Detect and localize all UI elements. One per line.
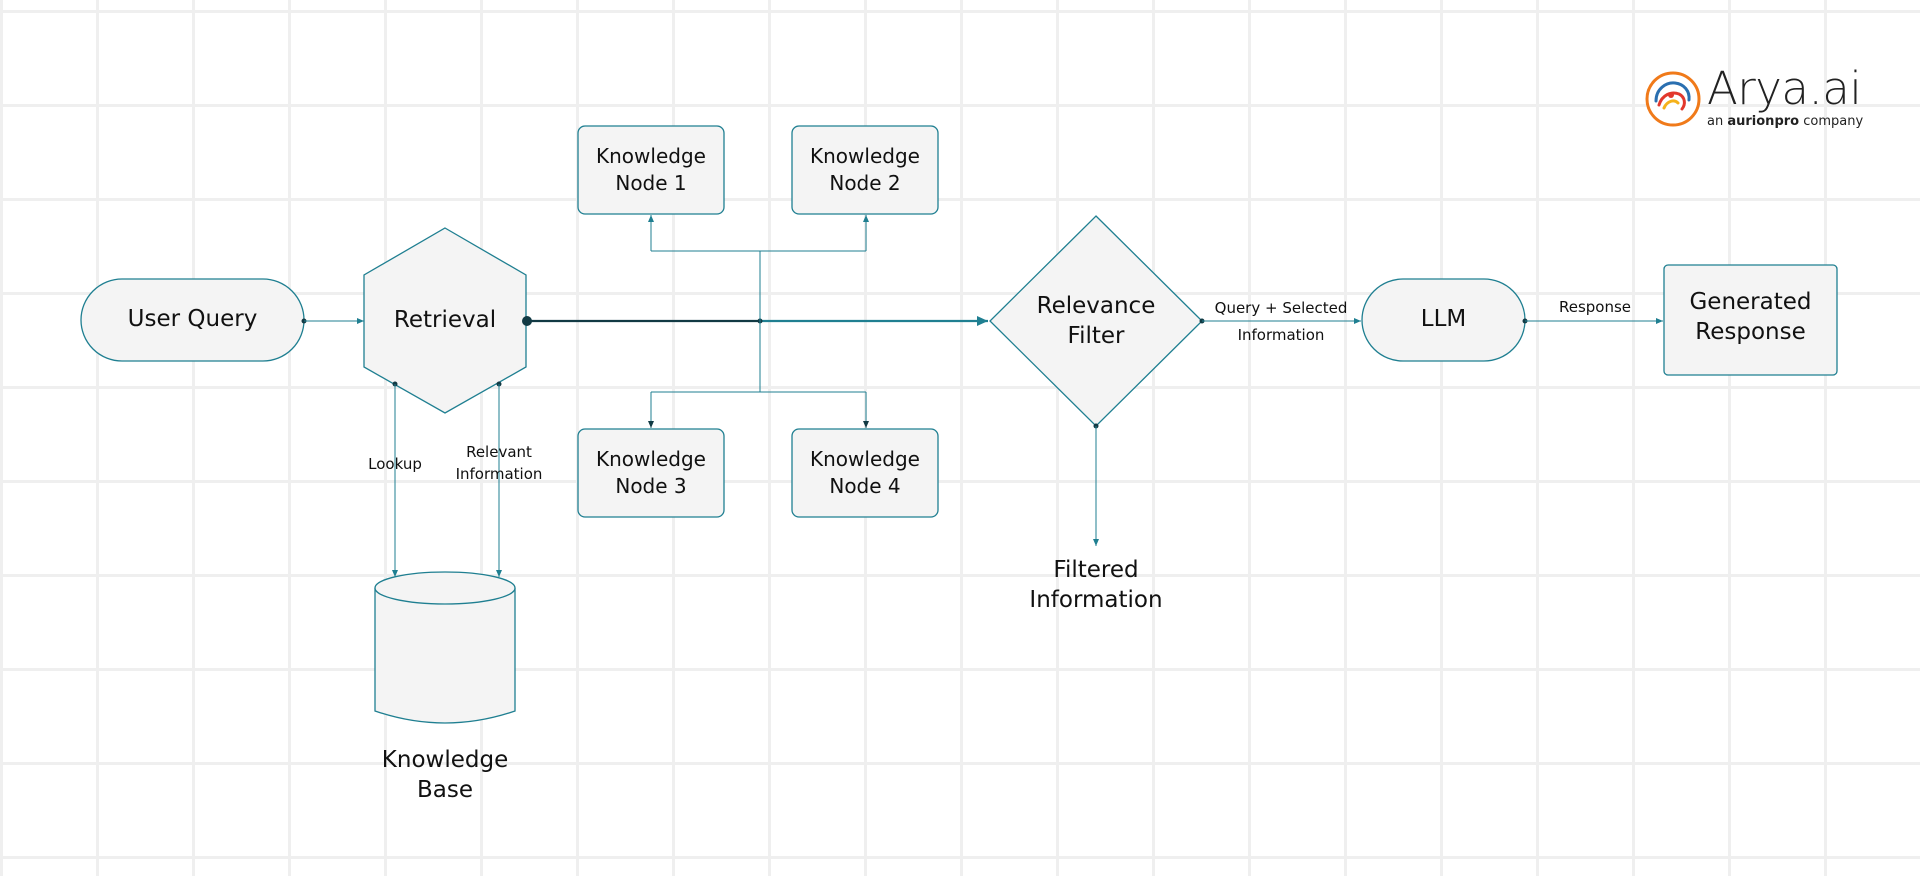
connector-branch-knowledge-nodes	[648, 215, 869, 428]
knowledge-node-2-box	[791, 125, 939, 215]
filtered-information-label: Filtered Information	[1029, 557, 1163, 613]
edge-label-query-selected-information: Query + Selected Information	[1214, 299, 1348, 344]
retrieval-label: Retrieval	[393, 307, 497, 333]
brand-tagline-brand: aurionpro	[1727, 114, 1800, 129]
knowledge-node-1-box	[577, 125, 725, 215]
knowledge-node-1-label: Knowledge Node 1	[596, 144, 706, 195]
edge-label-response: Response	[1558, 298, 1632, 316]
connector-filtered-information	[1093, 423, 1099, 546]
connector-relevant-information	[496, 381, 502, 577]
relevance-filter-label: Relevance Filter	[1036, 293, 1156, 349]
retrieval-node	[363, 227, 527, 414]
arya-logo-icon	[1645, 71, 1701, 127]
connector-filter-llm	[1199, 318, 1361, 324]
knowledge-node-3-box	[577, 428, 725, 518]
brand-name: Arya.ai	[1707, 62, 1862, 115]
connector-llm-response	[1522, 318, 1663, 324]
knowledge-node-2-label: Knowledge Node 2	[810, 144, 920, 195]
knowledge-base-node	[374, 571, 516, 724]
generated-response-node	[1663, 264, 1838, 376]
brand-tagline: an aurionpro company	[1707, 114, 1863, 129]
knowledge-node-3-label: Knowledge Node 3	[596, 447, 706, 498]
knowledge-node-4-box	[791, 428, 939, 518]
knowledge-node-4-label: Knowledge Node 4	[810, 447, 920, 498]
brand-tagline-prefix: an	[1707, 114, 1724, 129]
user-query-label: User Query	[127, 306, 258, 332]
connector-lookup	[392, 381, 398, 577]
connector-user-query-retrieval	[301, 318, 364, 324]
edge-label-relevant-information: Relevant Information	[455, 443, 543, 483]
knowledge-base-label: Knowledge Base	[381, 747, 509, 803]
llm-label: LLM	[1420, 306, 1467, 332]
brand-tagline-suffix: company	[1803, 114, 1864, 129]
edge-label-lookup: Lookup	[368, 455, 422, 473]
connector-retrieval-relevance-filter	[522, 316, 988, 326]
generated-response-label: Generated Response	[1689, 289, 1812, 345]
